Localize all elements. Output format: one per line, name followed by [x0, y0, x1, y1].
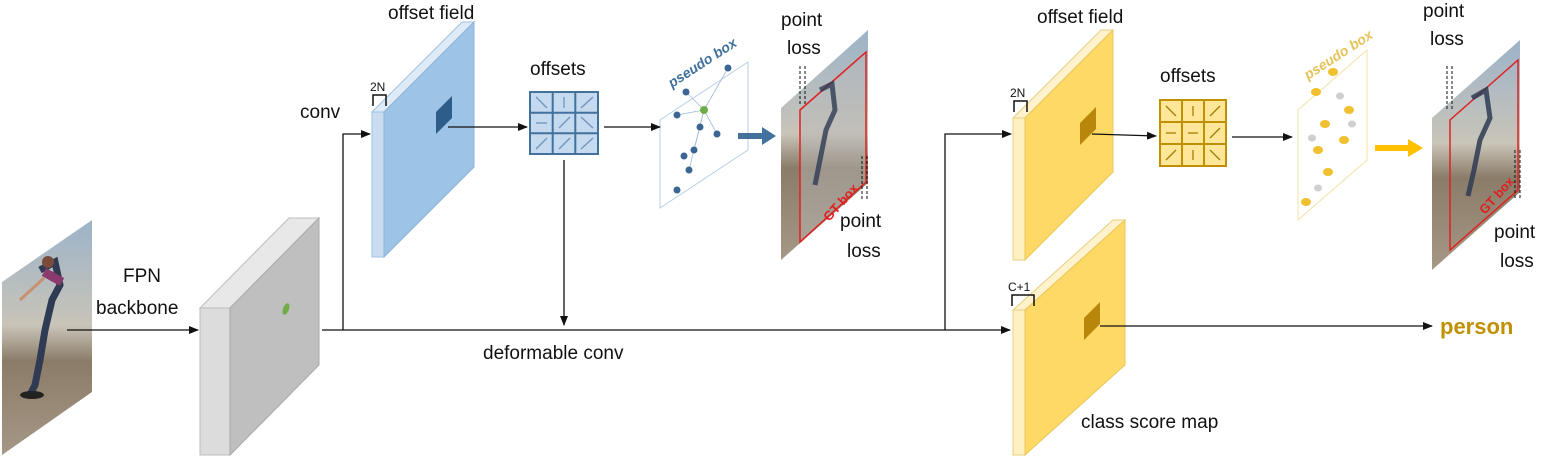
yellow-block-arrow: [1375, 139, 1423, 157]
connectors: [67, 123, 1433, 334]
channels-2n-1-label: 2N: [370, 80, 385, 94]
class-score-map: [1011, 218, 1127, 457]
offsets-1-label: offsets: [530, 59, 586, 80]
class-score-map-label: class score map: [1081, 412, 1218, 433]
point-loss-ticks-2: [1446, 66, 1521, 200]
backbone-label: backbone: [96, 298, 178, 319]
channels-c1-label: C+1: [1008, 280, 1031, 294]
offset-field-1-label: offset field: [388, 3, 474, 24]
input-image: [2, 220, 92, 455]
point-loss-bottom-2-l2: loss: [1500, 251, 1534, 272]
offsets-grid-2: [1159, 99, 1227, 167]
pseudo-box-1: pseudo box: [659, 34, 749, 209]
deformable-conv-label: deformable conv: [483, 343, 624, 364]
channels-bracket-2n-1: [372, 94, 387, 106]
channels-bracket-c1: [1011, 294, 1035, 306]
class-score-map-cell: [1084, 302, 1100, 340]
point-loss-top-1-l1: point: [781, 10, 823, 31]
output-class-label: person: [1440, 314, 1513, 339]
pseudo-box-2: pseudo box: [1297, 26, 1377, 222]
offsets-grid-1: [529, 91, 599, 155]
point-loss-top-2-l1: point: [1423, 1, 1465, 22]
conv-label: conv: [300, 102, 341, 123]
point-loss-bottom-1-l2: loss: [847, 241, 881, 262]
offset-field-1-cell: [436, 96, 452, 134]
backbone-feature-map: [198, 216, 321, 457]
point-loss-bottom-2-l1: point: [1494, 222, 1536, 243]
prediction-image-2: GT box: [1432, 40, 1520, 270]
offset-field-1: [370, 20, 476, 259]
point-loss-top-2-l2: loss: [1430, 29, 1464, 50]
channels-2n-2-label: 2N: [1010, 86, 1025, 100]
offset-field-2-cell: [1080, 107, 1096, 145]
offset-field-2: [1011, 28, 1115, 262]
point-loss-top-1-l2: loss: [787, 38, 821, 59]
blue-block-arrow: [738, 127, 776, 145]
point-loss-ticks-1: [799, 66, 868, 200]
point-loss-bottom-1-l1: point: [840, 211, 882, 232]
offset-field-2-label: offset field: [1037, 7, 1123, 28]
feature-point-dot: [282, 303, 290, 315]
offsets-2-label: offsets: [1160, 66, 1216, 87]
channels-bracket-2n-2: [1013, 100, 1028, 112]
fpn-label: FPN: [123, 266, 161, 287]
prediction-image-1: GT box: [781, 30, 868, 260]
